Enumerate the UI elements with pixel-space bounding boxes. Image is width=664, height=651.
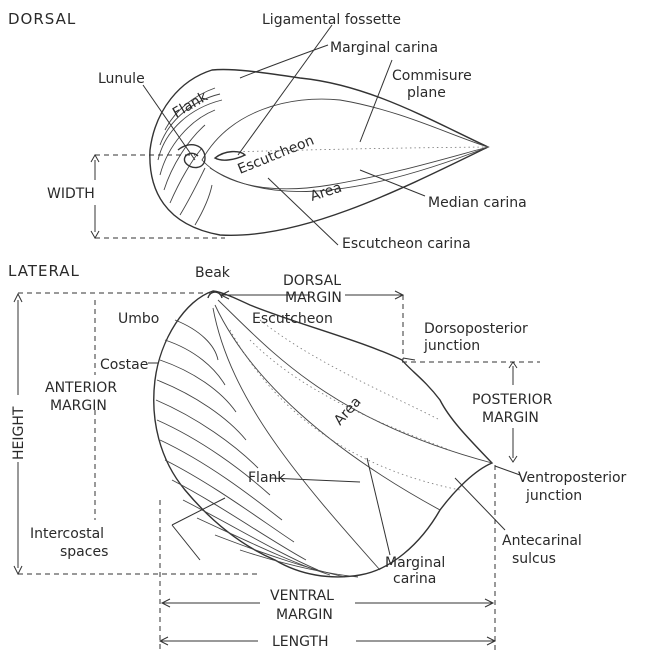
lateral-flank-label: Flank <box>248 470 286 486</box>
dorsal-area-label: Area <box>308 180 344 205</box>
ventral-margin-label-line2: MARGIN <box>276 607 333 623</box>
dorsal-heading: DORSAL <box>8 10 76 28</box>
length-label: LENGTH <box>272 634 329 650</box>
lateral-leader-lines <box>148 358 520 560</box>
costae-label: Costae <box>100 357 148 373</box>
dorsal-ligament-fossette-mark <box>215 152 245 161</box>
lateral-marginal-carina-label-line2: carina <box>393 571 436 587</box>
height-label: HEIGHT <box>11 406 27 460</box>
median-carina-label: Median carina <box>428 195 527 211</box>
dorsoposterior-label-line1: Dorsoposterior <box>424 321 528 337</box>
commisure-plane-label-line1: Commisure <box>392 68 472 84</box>
width-label: WIDTH <box>47 186 95 202</box>
dorsal-marginal-carina-label: Marginal carina <box>330 40 438 56</box>
dorsal-leader-lines <box>143 25 425 245</box>
lateral-view: LATERAL Beak DORSAL MARGIN Umbo Escutche… <box>8 262 627 650</box>
beak-label: Beak <box>195 265 231 281</box>
ventroposterior-label-line2: junction <box>525 488 582 504</box>
lateral-marginal-carina-line <box>213 308 380 570</box>
lateral-escutcheon-label: Escutcheon <box>252 311 333 327</box>
ventral-margin-label-line1: VENTRAL <box>270 588 334 604</box>
lunule-label: Lunule <box>98 71 145 87</box>
dorsal-escutcheon-label: Escutcheon <box>236 133 317 178</box>
escutcheon-carina-label: Escutcheon carina <box>342 236 471 252</box>
ligamental-fossette-label: Ligamental fossette <box>262 12 401 28</box>
ventroposterior-label-line1: Ventroposterior <box>518 470 627 486</box>
dorsal-umbo-curl <box>178 145 205 168</box>
dorsal-margin-label-line2: MARGIN <box>285 290 342 306</box>
dorsal-view: DORSAL Ligamental fossette Marginal cari… <box>8 10 527 252</box>
antecarinal-label-line1: Antecarinal <box>502 533 582 549</box>
intercostal-label-line2: spaces <box>60 544 108 560</box>
anterior-margin-label-line1: ANTERIOR <box>45 380 117 396</box>
posterior-margin-label-line2: MARGIN <box>482 410 539 426</box>
lateral-heading: LATERAL <box>8 262 80 280</box>
anterior-margin-label-line2: MARGIN <box>50 398 107 414</box>
lateral-marginal-carina-label-line1: Marginal <box>385 555 445 571</box>
lateral-costae <box>156 320 358 577</box>
posterior-margin-label-line1: POSTERIOR <box>472 392 553 408</box>
umbo-label: Umbo <box>118 311 159 327</box>
antecarinal-label-line2: sulcus <box>512 551 556 567</box>
dorsal-margin-label-line1: DORSAL <box>283 273 341 289</box>
intercostal-label-line1: Intercostal <box>30 526 104 542</box>
commisure-plane-label-line2: plane <box>407 85 446 101</box>
dorsoposterior-label-line2: junction <box>423 338 480 354</box>
